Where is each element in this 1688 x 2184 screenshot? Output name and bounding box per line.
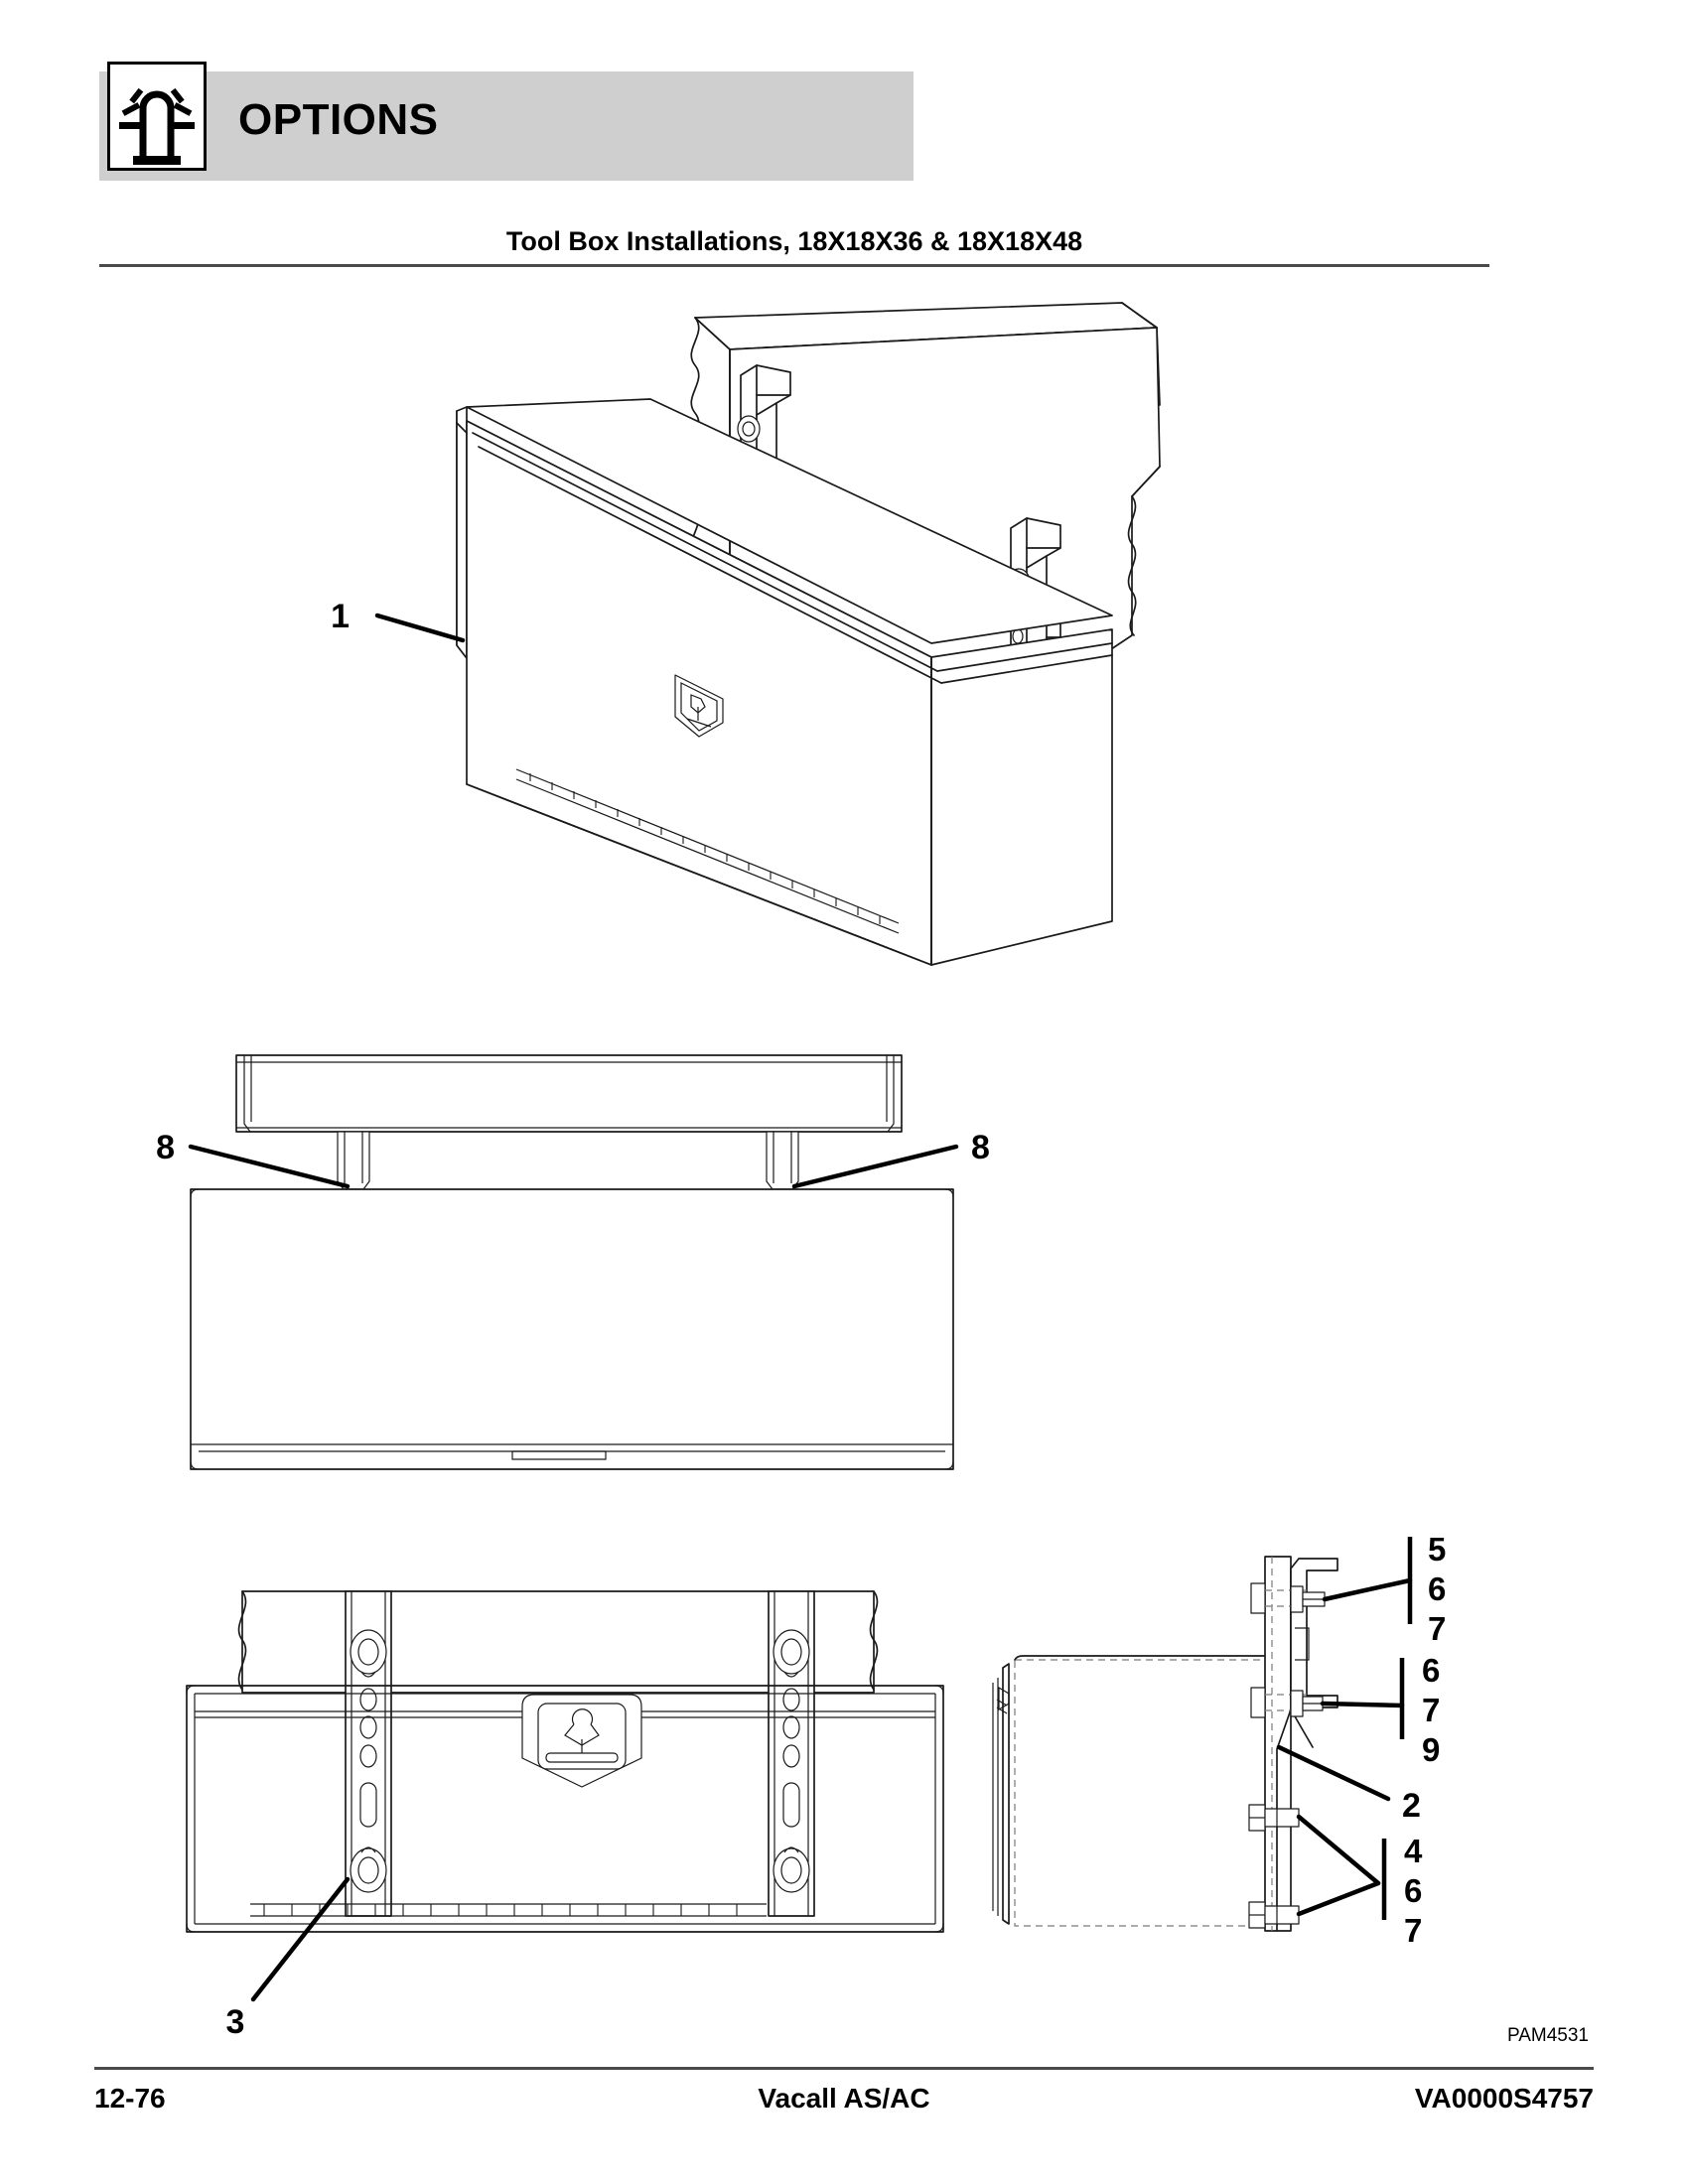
bolt-assembly-top	[1250, 1582, 1326, 1614]
callout-label: 7	[1404, 1912, 1422, 1949]
bolt-assembly-lower-upper	[1248, 1804, 1300, 1832]
front-elevation-view: 3	[186, 1590, 944, 2041]
tool-box-front-elevation	[186, 1685, 944, 1933]
page-number: 12-76	[94, 2083, 166, 2114]
callout-label: 6	[1422, 1652, 1440, 1689]
callout-label: 5	[1428, 1531, 1446, 1568]
callout-2: 2	[1276, 1744, 1421, 1825]
isometric-installation-view: 1	[331, 302, 1161, 966]
callout-3: 3	[226, 1876, 351, 2041]
beacon-light-icon	[107, 62, 207, 171]
tool-box-latch-elevation	[521, 1694, 642, 1788]
callout-label: 1	[331, 598, 350, 635]
title-divider	[99, 264, 1489, 267]
side-section-view: 5 6 7 6 7 9 2 4	[992, 1531, 1446, 1949]
callout-label: 7	[1428, 1610, 1446, 1647]
bracket-vertical-plate	[1264, 1556, 1292, 1932]
mounting-strap-left	[345, 1590, 392, 1917]
callout-label: 7	[1422, 1692, 1440, 1728]
chassis-rail-elevation	[237, 1590, 879, 1694]
footer-divider	[94, 2067, 1594, 2070]
bolt-assembly-middle	[1250, 1687, 1324, 1718]
callout-8-right: 8	[791, 1129, 990, 1189]
header-band	[99, 71, 914, 181]
callout-6-7-9: 6 7 9	[1320, 1652, 1440, 1768]
plan-top-view: 8 8	[156, 1054, 990, 1470]
tool-box-side-profile	[992, 1655, 1272, 1927]
tool-box-lid-plan	[235, 1054, 903, 1133]
page-title: OPTIONS	[238, 95, 439, 144]
drawing-number: PAM4531	[1506, 2025, 1589, 2046]
tool-box-isometric	[456, 398, 1113, 966]
callout-label: 8	[971, 1129, 990, 1166]
callout-1: 1	[331, 598, 466, 643]
callout-label: 6	[1428, 1570, 1446, 1607]
callout-label: 3	[226, 2003, 245, 2041]
callout-label: 2	[1402, 1787, 1421, 1825]
tool-box-latch-isometric	[674, 674, 724, 738]
document-number: VA0000S4757	[1414, 2083, 1594, 2114]
bolt-assembly-lower-lower	[1248, 1901, 1300, 1929]
callout-5-6-7: 5 6 7	[1322, 1531, 1446, 1647]
callout-label: 8	[156, 1129, 175, 1166]
callout-4-6-7: 4 6 7	[1296, 1814, 1423, 1949]
section-title: Tool Box Installations, 18X18X36 & 18X18…	[505, 226, 1083, 256]
callout-label: 4	[1404, 1833, 1423, 1869]
product-name: Vacall AS/AC	[758, 2083, 930, 2114]
mounting-strap-right	[768, 1590, 815, 1917]
tool-box-body-plan	[190, 1188, 954, 1470]
callout-label: 6	[1404, 1872, 1422, 1909]
callout-label: 9	[1422, 1731, 1440, 1768]
callout-8-left: 8	[156, 1129, 351, 1189]
